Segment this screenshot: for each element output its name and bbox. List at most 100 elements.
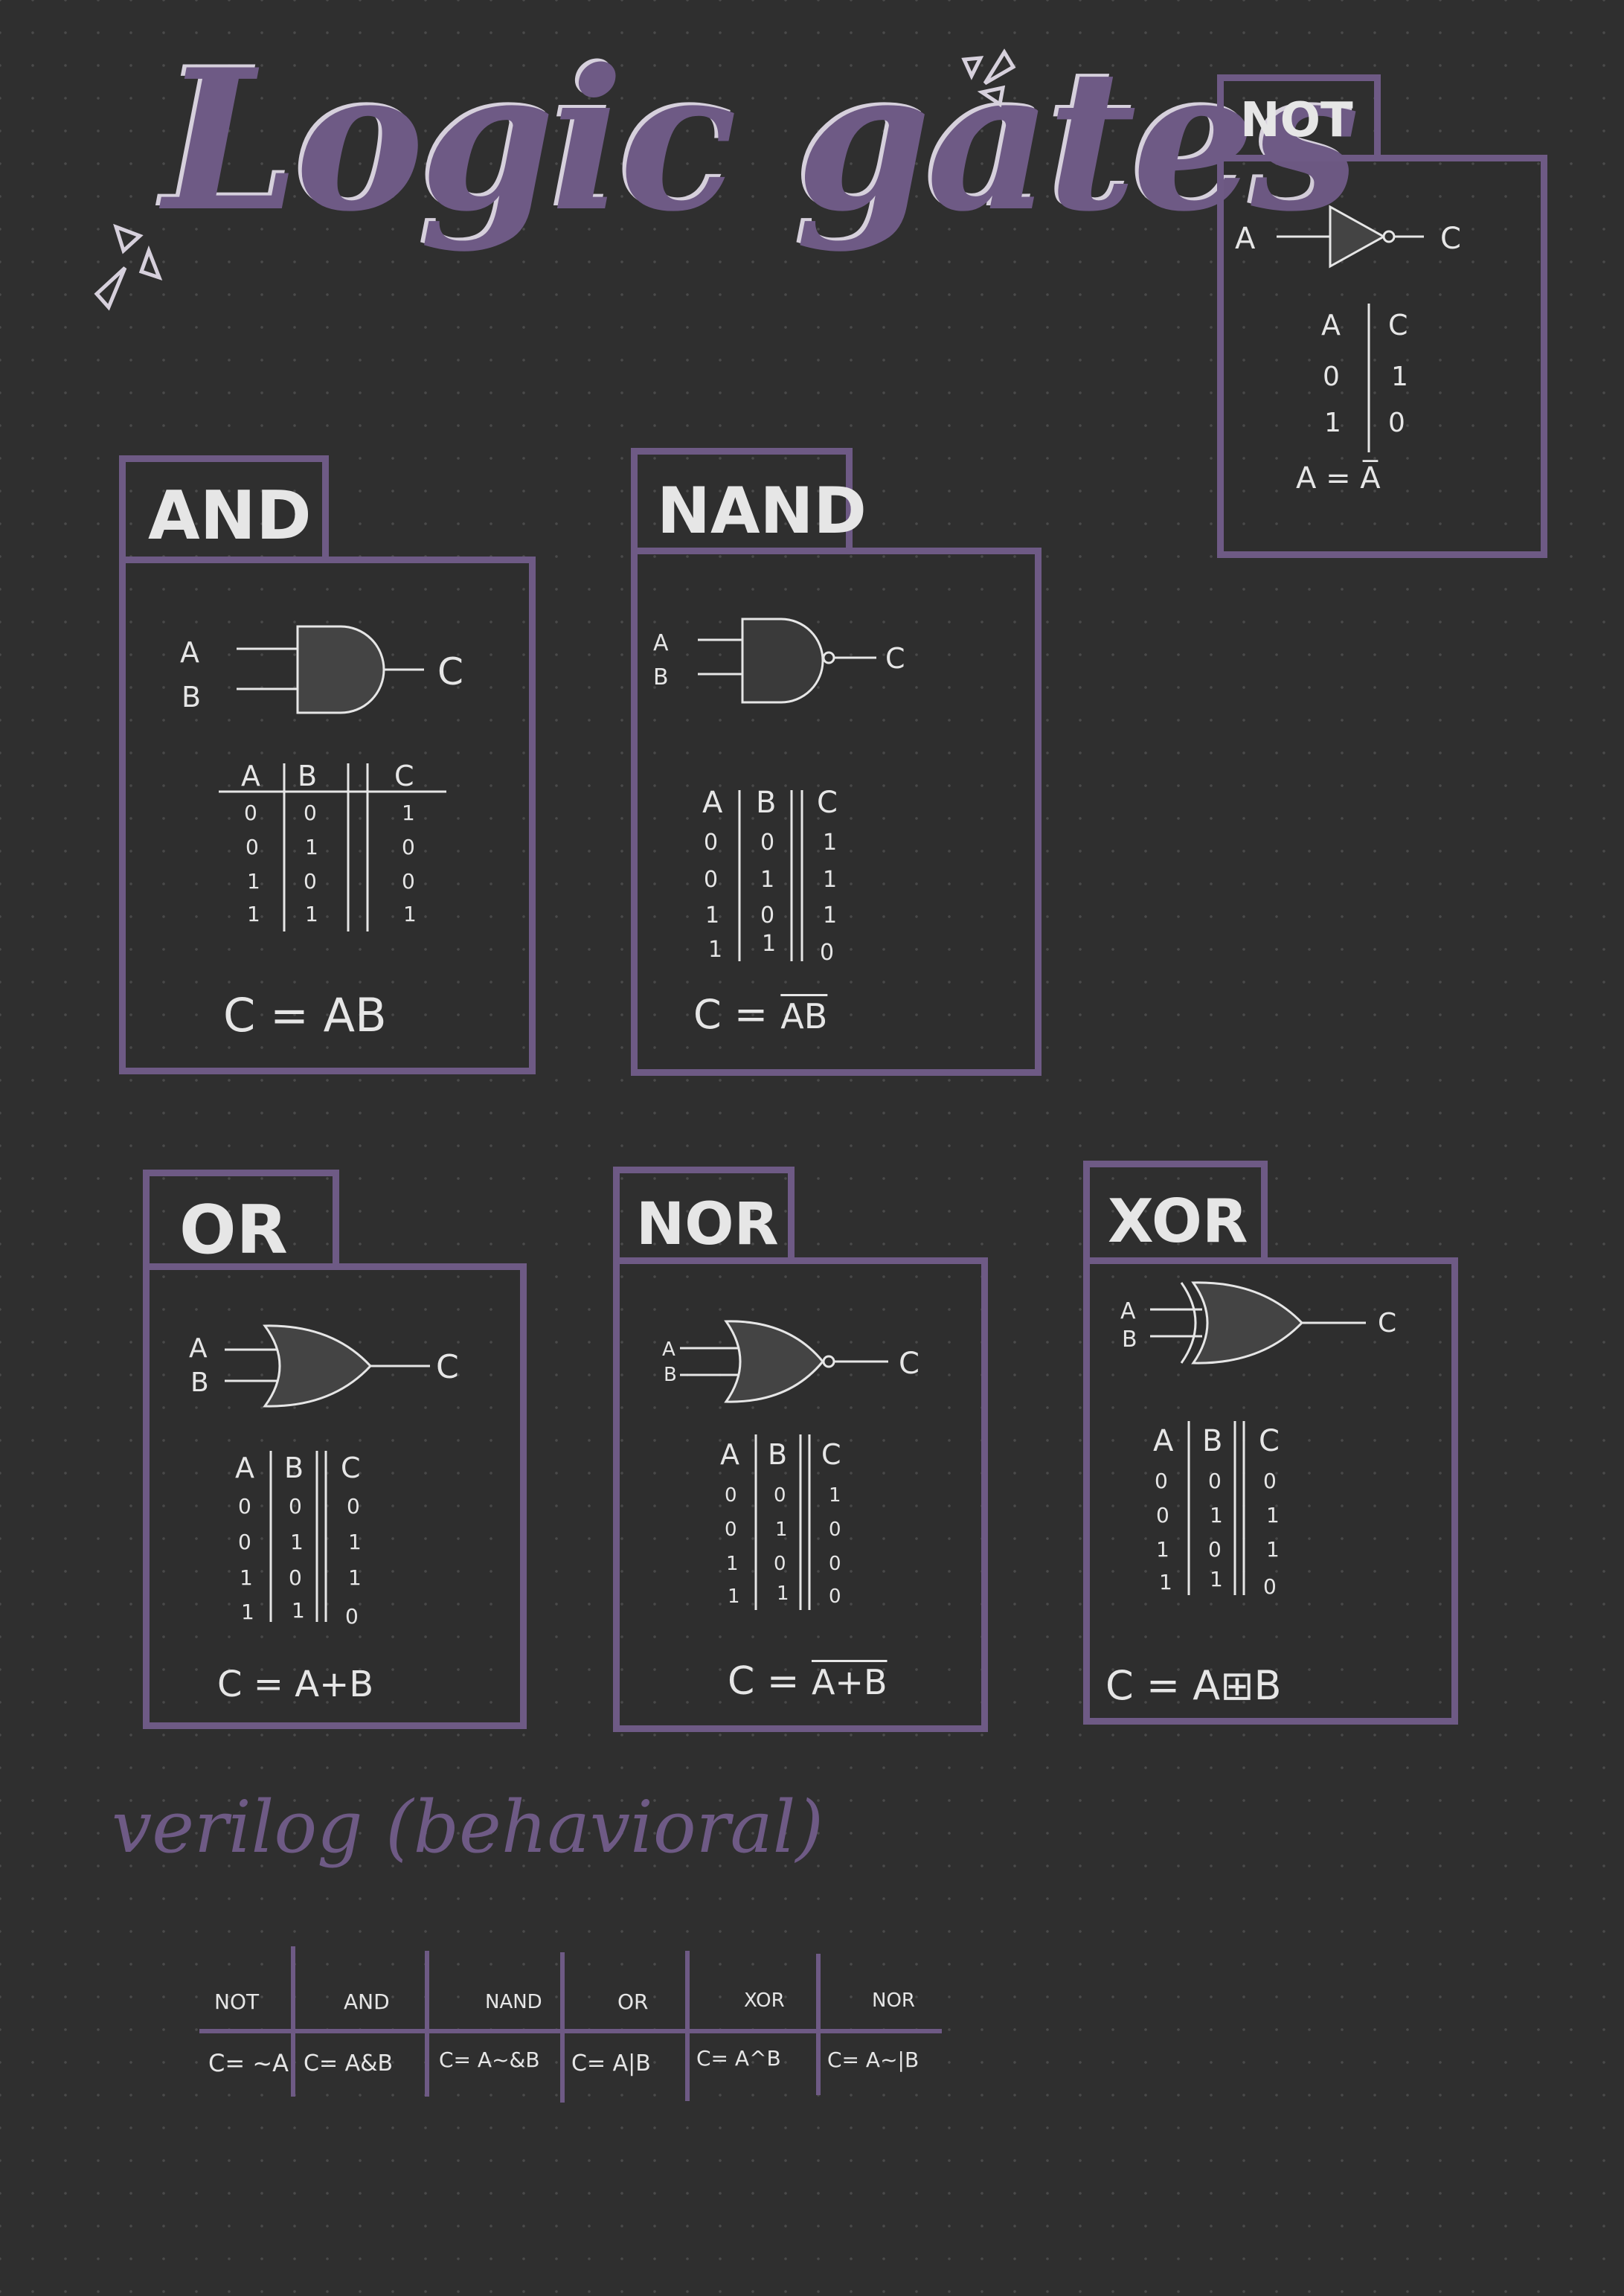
- and-input-a: A: [180, 636, 199, 669]
- verilog-expr-or: C= A|B: [571, 2050, 651, 2077]
- nand-table-cell: 0: [704, 867, 718, 893]
- nand-gate-panel: [631, 548, 1042, 1076]
- verilog-table-grid: [199, 1946, 942, 2103]
- nand-input-b: B: [653, 664, 669, 690]
- not-truth-table: A C 0 1 1 0: [1321, 304, 1408, 452]
- nor-gate-symbol: A B C: [662, 1320, 919, 1403]
- nor-table-header-a: A: [720, 1438, 739, 1471]
- xor-truth-table: A B C 0 0 0 0 1 1 1 0 1 1 1 0: [1153, 1421, 1280, 1599]
- or-table-header-b: B: [284, 1452, 304, 1484]
- nor-formula-overlined: A+B: [811, 1662, 888, 1702]
- nor-table-cell: 0: [829, 1553, 841, 1575]
- xor-gate-panel: [1083, 1257, 1458, 1725]
- and-gate-panel: [119, 557, 536, 1074]
- not-table-header-c: C: [1388, 309, 1408, 341]
- verilog-table: NOT AND NAND OR XOR NOR C= ~A C= A&B C= …: [199, 1943, 943, 2107]
- nand-table-cell: 1: [823, 867, 837, 893]
- xor-table-cell: 0: [1208, 1537, 1222, 1562]
- verilog-header-not: NOT: [214, 1989, 260, 2014]
- and-table-cell: 0: [244, 801, 257, 825]
- nor-table-cell: 0: [829, 1519, 841, 1541]
- or-output-c: C: [436, 1348, 459, 1386]
- or-truth-table: A B C 0 0 0 0 1 1 1 0 1 1 1 0: [235, 1451, 362, 1629]
- nor-input-a: A: [662, 1338, 675, 1361]
- verilog-header-and: AND: [344, 1989, 390, 2014]
- xor-input-a: A: [1120, 1298, 1136, 1324]
- xor-table-header-b: B: [1202, 1424, 1222, 1458]
- nor-table-cell: 0: [774, 1484, 786, 1507]
- and-table-cell: 1: [247, 902, 260, 926]
- verilog-header-or: OR: [617, 1989, 649, 2014]
- xor-table-cell: 1: [1266, 1537, 1280, 1562]
- or-table-cell: 1: [290, 1530, 304, 1554]
- verilog-expr-nor: C= A~|B: [827, 2048, 919, 2072]
- and-table-cell: 0: [402, 869, 415, 894]
- and-gate-label: AND: [148, 477, 312, 555]
- nand-table-cell: 1: [760, 867, 774, 893]
- nor-gate-card: NOR A B C A B C 0 0 1 0 1 0 1 0 0 1 1 0: [613, 1167, 988, 1732]
- not-gate-label: NOT: [1240, 93, 1353, 148]
- xor-gate-symbol: A B C: [1120, 1281, 1396, 1365]
- not-gate-card: NOT A C A C 0 1 1 0 A = A̅: [1217, 74, 1547, 558]
- nand-truth-table: A B C 0 0 1 0 1 1 1 0 1 1 1 0: [702, 786, 838, 966]
- xor-table-cell: 0: [1155, 1469, 1168, 1493]
- nand-table-header-a: A: [702, 786, 723, 820]
- nand-table-cell: 0: [760, 902, 774, 929]
- xor-gate-label: XOR: [1108, 1187, 1248, 1256]
- nand-gate-symbol: A B C: [653, 618, 905, 704]
- nor-table-header-c: C: [821, 1438, 841, 1471]
- verilog-expr-not: C= ~A: [208, 2049, 289, 2077]
- or-table-cell: 0: [345, 1604, 359, 1629]
- or-table-cell: 0: [238, 1494, 251, 1519]
- nor-formula-prefix: C =: [728, 1659, 800, 1704]
- or-table-cell: 0: [238, 1530, 251, 1554]
- nand-table-header-c: C: [817, 786, 838, 820]
- nand-table-cell: 0: [760, 830, 774, 856]
- nand-formula-prefix: C =: [693, 991, 768, 1038]
- nand-table-header-b: B: [756, 786, 776, 820]
- nand-table-cell: 1: [823, 830, 837, 856]
- nand-gate-tab: NAND: [631, 448, 867, 554]
- or-table-cell: 1: [348, 1530, 362, 1554]
- verilog-expr-xor: C= A^B: [696, 2046, 781, 2071]
- nand-gate-label: NAND: [657, 474, 867, 548]
- page-title: Logic gates: [164, 28, 1360, 254]
- xor-table-cell: 1: [1156, 1537, 1169, 1562]
- nand-formula: C = AB: [693, 991, 827, 1038]
- xor-gate-tab: XOR: [1083, 1161, 1268, 1263]
- not-table-cell: 1: [1324, 408, 1341, 438]
- not-input-a: A: [1235, 222, 1256, 256]
- or-input-b: B: [190, 1367, 209, 1398]
- not-gate-panel: [1217, 155, 1547, 558]
- nor-table-cell: 1: [775, 1519, 788, 1541]
- and-table-cell: 1: [305, 835, 318, 859]
- nor-table-cell: 1: [726, 1553, 739, 1575]
- and-table-cell: 1: [305, 902, 318, 926]
- xor-table-cell: 1: [1210, 1503, 1223, 1527]
- nor-gate-tab: NOR: [613, 1167, 795, 1263]
- and-gate-card: AND A B C A B C 0 0 1 0 1 0 1 0 0 1 1 1: [119, 455, 536, 1074]
- xor-table-cell: 0: [1263, 1469, 1277, 1493]
- and-table-cell: 0: [304, 869, 317, 894]
- or-gate-label: OR: [179, 1191, 288, 1269]
- xor-table-cell: 1: [1266, 1503, 1280, 1527]
- nor-table-cell: 1: [728, 1585, 740, 1608]
- and-table-header-a: A: [241, 760, 260, 792]
- and-table-header-b: B: [298, 760, 317, 792]
- or-table-cell: 1: [240, 1565, 253, 1590]
- xor-table-header-c: C: [1259, 1424, 1280, 1458]
- or-table-cell: 1: [241, 1600, 254, 1624]
- verilog-header-xor: XOR: [744, 1989, 785, 2012]
- and-truth-table: A B C 0 0 1 0 1 0 1 0 0 1 1 1: [219, 760, 446, 931]
- nor-table-cell: 1: [829, 1484, 841, 1507]
- sparkle-icon-left: [94, 223, 163, 311]
- xor-gate-card: XOR A B C A B C 0 0 0 0 1 1 1 0 1 1 1 0: [1083, 1161, 1458, 1725]
- and-gate-symbol: A B C: [180, 625, 463, 714]
- nor-input-b: B: [664, 1364, 677, 1386]
- nand-table-cell: 1: [823, 902, 837, 929]
- verilog-expr-nand: C= A~&B: [439, 2048, 540, 2072]
- or-table-cell: 0: [347, 1494, 360, 1519]
- nand-output-c: C: [885, 642, 905, 675]
- nor-table-header-b: B: [768, 1438, 787, 1471]
- not-gate-symbol: A C: [1235, 205, 1461, 269]
